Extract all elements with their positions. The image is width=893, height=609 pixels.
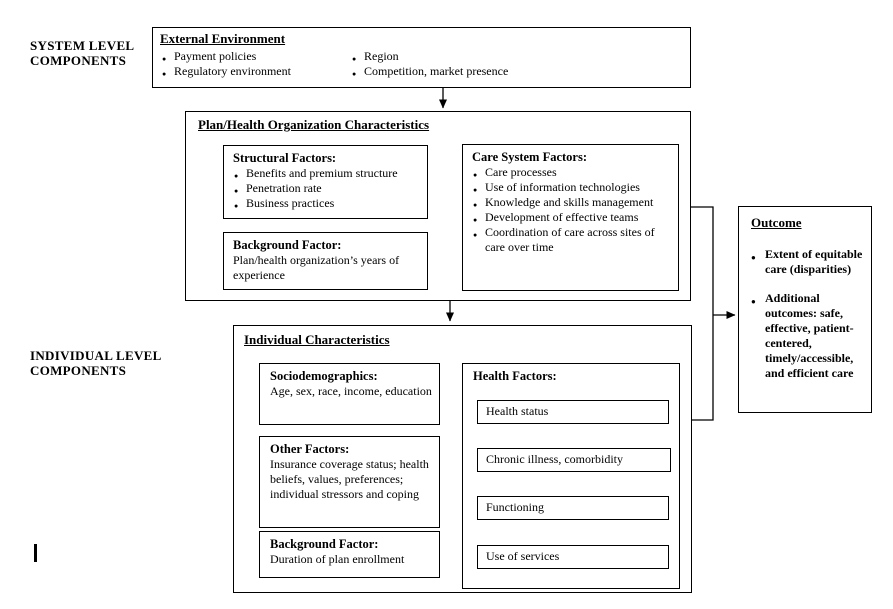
- text-cursor: [34, 544, 37, 562]
- connector-merge-line: [690, 206, 714, 421]
- external-environment-box: External Environment Payment policies Re…: [152, 27, 691, 88]
- plan-background-factor-text: Plan/health organization’s years of expe…: [233, 253, 400, 282]
- list-item: Business practices: [233, 196, 423, 214]
- list-item: Additional outcomes: safe, effective, pa…: [749, 291, 867, 381]
- individual-background-factor-text: Duration of plan enrollment: [270, 552, 405, 566]
- other-factors-box: Other Factors: Insurance coverage status…: [259, 436, 440, 528]
- sociodemographics-title: Sociodemographics:: [270, 369, 378, 383]
- list-item: Payment policies: [161, 49, 351, 67]
- individual-background-factor-title: Background Factor:: [270, 537, 379, 551]
- other-factors-title: Other Factors:: [270, 442, 350, 456]
- list-item: Coordination of care across sites of car…: [472, 225, 674, 255]
- plan-background-factor-box: Background Factor: Plan/health organizat…: [223, 232, 428, 290]
- care-system-factors-list: Care processes Use of information techno…: [472, 165, 674, 255]
- outcome-list: Extent of equitable care (disparities) A…: [749, 247, 867, 395]
- care-system-factors-title: Care System Factors:: [472, 150, 588, 164]
- structural-factors-box: Structural Factors: Benefits and premium…: [223, 145, 428, 219]
- external-environment-title: External Environment: [160, 31, 286, 46]
- list-item: Development of effective teams: [472, 210, 674, 228]
- use-of-services-box: Use of services: [477, 545, 669, 569]
- list-item: Penetration rate: [233, 181, 423, 199]
- structural-factors-list: Benefits and premium structure Penetrati…: [233, 166, 423, 214]
- list-item: Competition, market presence: [351, 64, 571, 82]
- outcome-title: Outcome: [751, 215, 802, 230]
- plan-organization-title: Plan/Health Organization Characteristics: [198, 117, 430, 132]
- sociodemographics-text: Age, sex, race, income, education: [270, 384, 432, 398]
- external-environment-col2: Region Competition, market presence: [351, 49, 571, 82]
- list-item: Regulatory environment: [161, 64, 351, 82]
- list-item: Knowledge and skills management: [472, 195, 674, 213]
- other-factors-text: Insurance coverage status; health belief…: [270, 457, 429, 501]
- health-factors-box: Health Factors: Health status Chronic il…: [462, 363, 680, 589]
- chronic-illness-box: Chronic illness, comorbidity: [477, 448, 671, 472]
- sociodemographics-box: Sociodemographics: Age, sex, race, incom…: [259, 363, 440, 425]
- individual-level-label: INDIVIDUAL LEVEL COMPONENTS: [30, 348, 161, 378]
- individual-background-factor-box: Background Factor: Duration of plan enro…: [259, 531, 440, 578]
- functioning-box: Functioning: [477, 496, 669, 520]
- external-environment-col1: Payment policies Regulatory environment: [161, 49, 351, 82]
- individual-characteristics-box: Individual Characteristics Sociodemograp…: [233, 325, 692, 593]
- health-status-box: Health status: [477, 400, 669, 424]
- plan-background-factor-title: Background Factor:: [233, 238, 342, 252]
- list-item: Extent of equitable care (disparities): [749, 247, 867, 277]
- plan-organization-box: Plan/Health Organization Characteristics…: [185, 111, 691, 301]
- outcome-box: Outcome Extent of equitable care (dispar…: [738, 206, 872, 413]
- list-item: Region: [351, 49, 571, 67]
- health-factors-title: Health Factors:: [473, 369, 557, 383]
- list-item: Use of information technologies: [472, 180, 674, 198]
- individual-characteristics-title: Individual Characteristics: [244, 332, 390, 347]
- system-level-label: SYSTEM LEVEL COMPONENTS: [30, 38, 134, 68]
- list-item: Care processes: [472, 165, 674, 183]
- care-system-factors-box: Care System Factors: Care processes Use …: [462, 144, 679, 291]
- structural-factors-title: Structural Factors:: [233, 151, 337, 165]
- list-item: Benefits and premium structure: [233, 166, 423, 184]
